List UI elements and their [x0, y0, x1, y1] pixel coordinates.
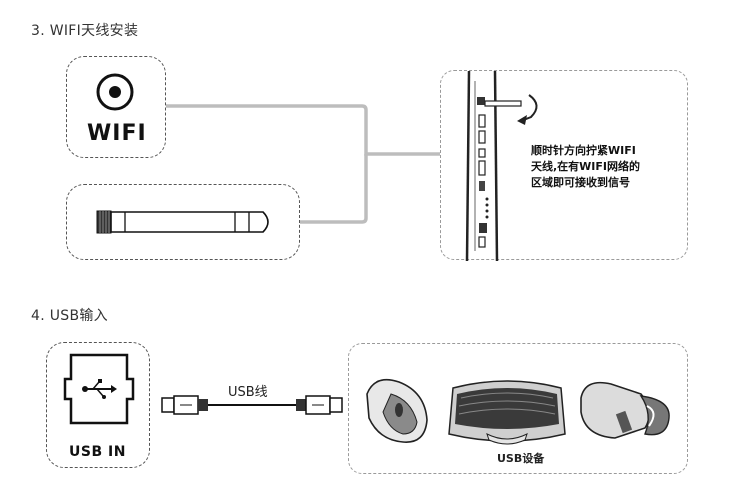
instruction-line-1: 顺时针方向拧紧WIFI: [531, 144, 636, 157]
tv-panel-box: 顺时针方向拧紧WIFI 天线,在有WIFI网络的 区域即可接收到信号: [440, 70, 688, 262]
keyboard-icon: [448, 380, 566, 445]
usb-devices-label: USB设备: [497, 452, 545, 465]
usb-dongle-icon: [580, 381, 670, 439]
antenna-icon: [96, 210, 269, 234]
tv-side-panel-icon: [465, 70, 538, 262]
usb-section-heading: 4. USB输入: [31, 308, 108, 324]
usb-in-box: USB IN: [46, 342, 150, 468]
wifi-instruction-text: 顺时针方向拧紧WIFI 天线,在有WIFI网络的 区域即可接收到信号: [531, 143, 681, 191]
usb-in-label: USB IN: [69, 444, 126, 460]
wifi-symbol-box: WIFI: [66, 56, 166, 158]
usb-plug-left-icon: [161, 395, 208, 415]
rotate-arrow-icon: [520, 94, 538, 122]
usb-symbol-icon: [63, 353, 135, 425]
antenna-box: [66, 184, 300, 260]
usb-cable-label: USB线: [228, 385, 268, 400]
instruction-line-3: 区域即可接收到信号: [531, 176, 630, 189]
wifi-symbol-icon: [96, 73, 134, 111]
instruction-line-2: 天线,在有WIFI网络的: [531, 160, 641, 173]
usb-devices-box: USB设备: [348, 343, 688, 474]
usb-plug-right-icon: [296, 395, 343, 415]
mouse-icon: [366, 378, 428, 443]
wifi-label: WIFI: [87, 121, 147, 146]
wifi-section-heading: 3. WIFI天线安装: [31, 23, 139, 39]
